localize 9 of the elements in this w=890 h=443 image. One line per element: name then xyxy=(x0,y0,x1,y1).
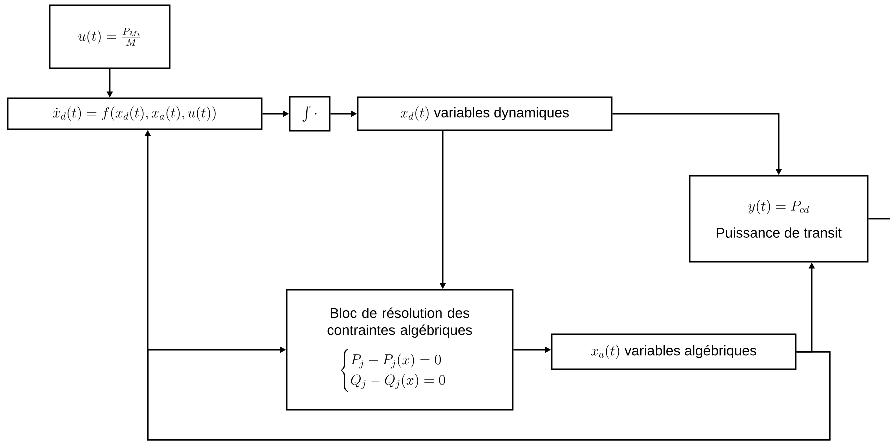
arrow xyxy=(147,346,831,441)
process-box: $u(t) = \frac{P_{Mi}}{M}$ xyxy=(49,4,171,70)
process-box: $\dot{x}_d(t) = f(x_d(t), x_a(t), u(t))$ xyxy=(7,98,263,130)
integrator-box: $\int \cdot$ xyxy=(289,96,331,132)
process-box: Bloc de résolution des contraintes algébriques $\begin{cases} P_j - P_j(x) = 0 \\ Q_j - Q_j(x) = 0 \end{cases}$ xyxy=(286,289,514,411)
process-box: $x_a(t)$ variables algébriques xyxy=(551,334,797,370)
process-box: $y(t) = P_{cd}$ Puissance de transit xyxy=(689,175,869,263)
line xyxy=(868,218,890,220)
process-box: $x_d(t)$ variables dynamiques xyxy=(357,96,613,132)
